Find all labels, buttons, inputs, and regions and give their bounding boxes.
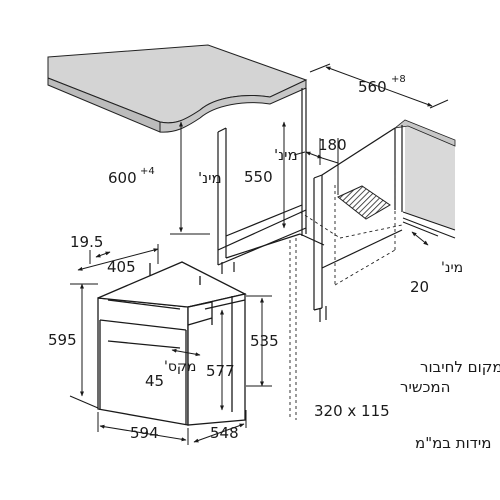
- connection-note-line1: מקום לחיבור: [420, 358, 500, 376]
- dim-594-line: [99, 424, 187, 442]
- dim-595-label: 595: [48, 331, 77, 349]
- countertop: [47, 44, 308, 133]
- min-label-20: מינ': [441, 260, 463, 276]
- dim-20-line: [411, 231, 429, 246]
- labels: 560 +8 600 +4 מינ' מינ' 550 180 מינ' 20 …: [48, 74, 500, 452]
- right-cabinet: [313, 125, 456, 322]
- dim-600-label: 600: [108, 169, 137, 187]
- dim-550-label: 550: [244, 168, 273, 186]
- oven: [97, 261, 247, 426]
- dim-180-label: 180: [318, 136, 347, 154]
- connection-note-line2: המכשיר: [400, 378, 450, 396]
- dim-45-label: 45: [145, 372, 164, 390]
- dim-180-line: [305, 151, 323, 159]
- dim-548-line: [193, 423, 245, 443]
- dim-560-tolerance: +8: [391, 74, 406, 85]
- min-label-600: מינ': [198, 169, 222, 187]
- dim-535-label: 535: [250, 332, 279, 350]
- dim-548-label: 548: [210, 424, 239, 442]
- units-note: מידות במ"מ: [415, 434, 491, 452]
- dimension-lines: [69, 63, 449, 445]
- dim-405-line: [77, 248, 159, 271]
- dashed-guides: [289, 175, 403, 420]
- dim-405-label: 405: [107, 258, 136, 276]
- connection-opening: [337, 185, 391, 220]
- right-countertop: [393, 119, 456, 230]
- dim-600-tolerance: +4: [140, 166, 155, 177]
- min-label-550: מינ': [274, 146, 298, 164]
- max-label: מקס': [164, 359, 196, 375]
- dim-45-line: [171, 348, 201, 357]
- dim-20-label: 20: [410, 278, 429, 296]
- dim-594-label: 594: [130, 424, 159, 442]
- niche-cabinet: [217, 88, 325, 274]
- dim-19-5-line: [95, 251, 111, 258]
- dim-560-line: [325, 66, 433, 107]
- dim-560-label: 560: [358, 78, 387, 96]
- connection-size: 320 x 115: [314, 402, 390, 420]
- dim-577-label: 577: [206, 362, 235, 380]
- dim-19-5-label: 19.5: [70, 233, 103, 251]
